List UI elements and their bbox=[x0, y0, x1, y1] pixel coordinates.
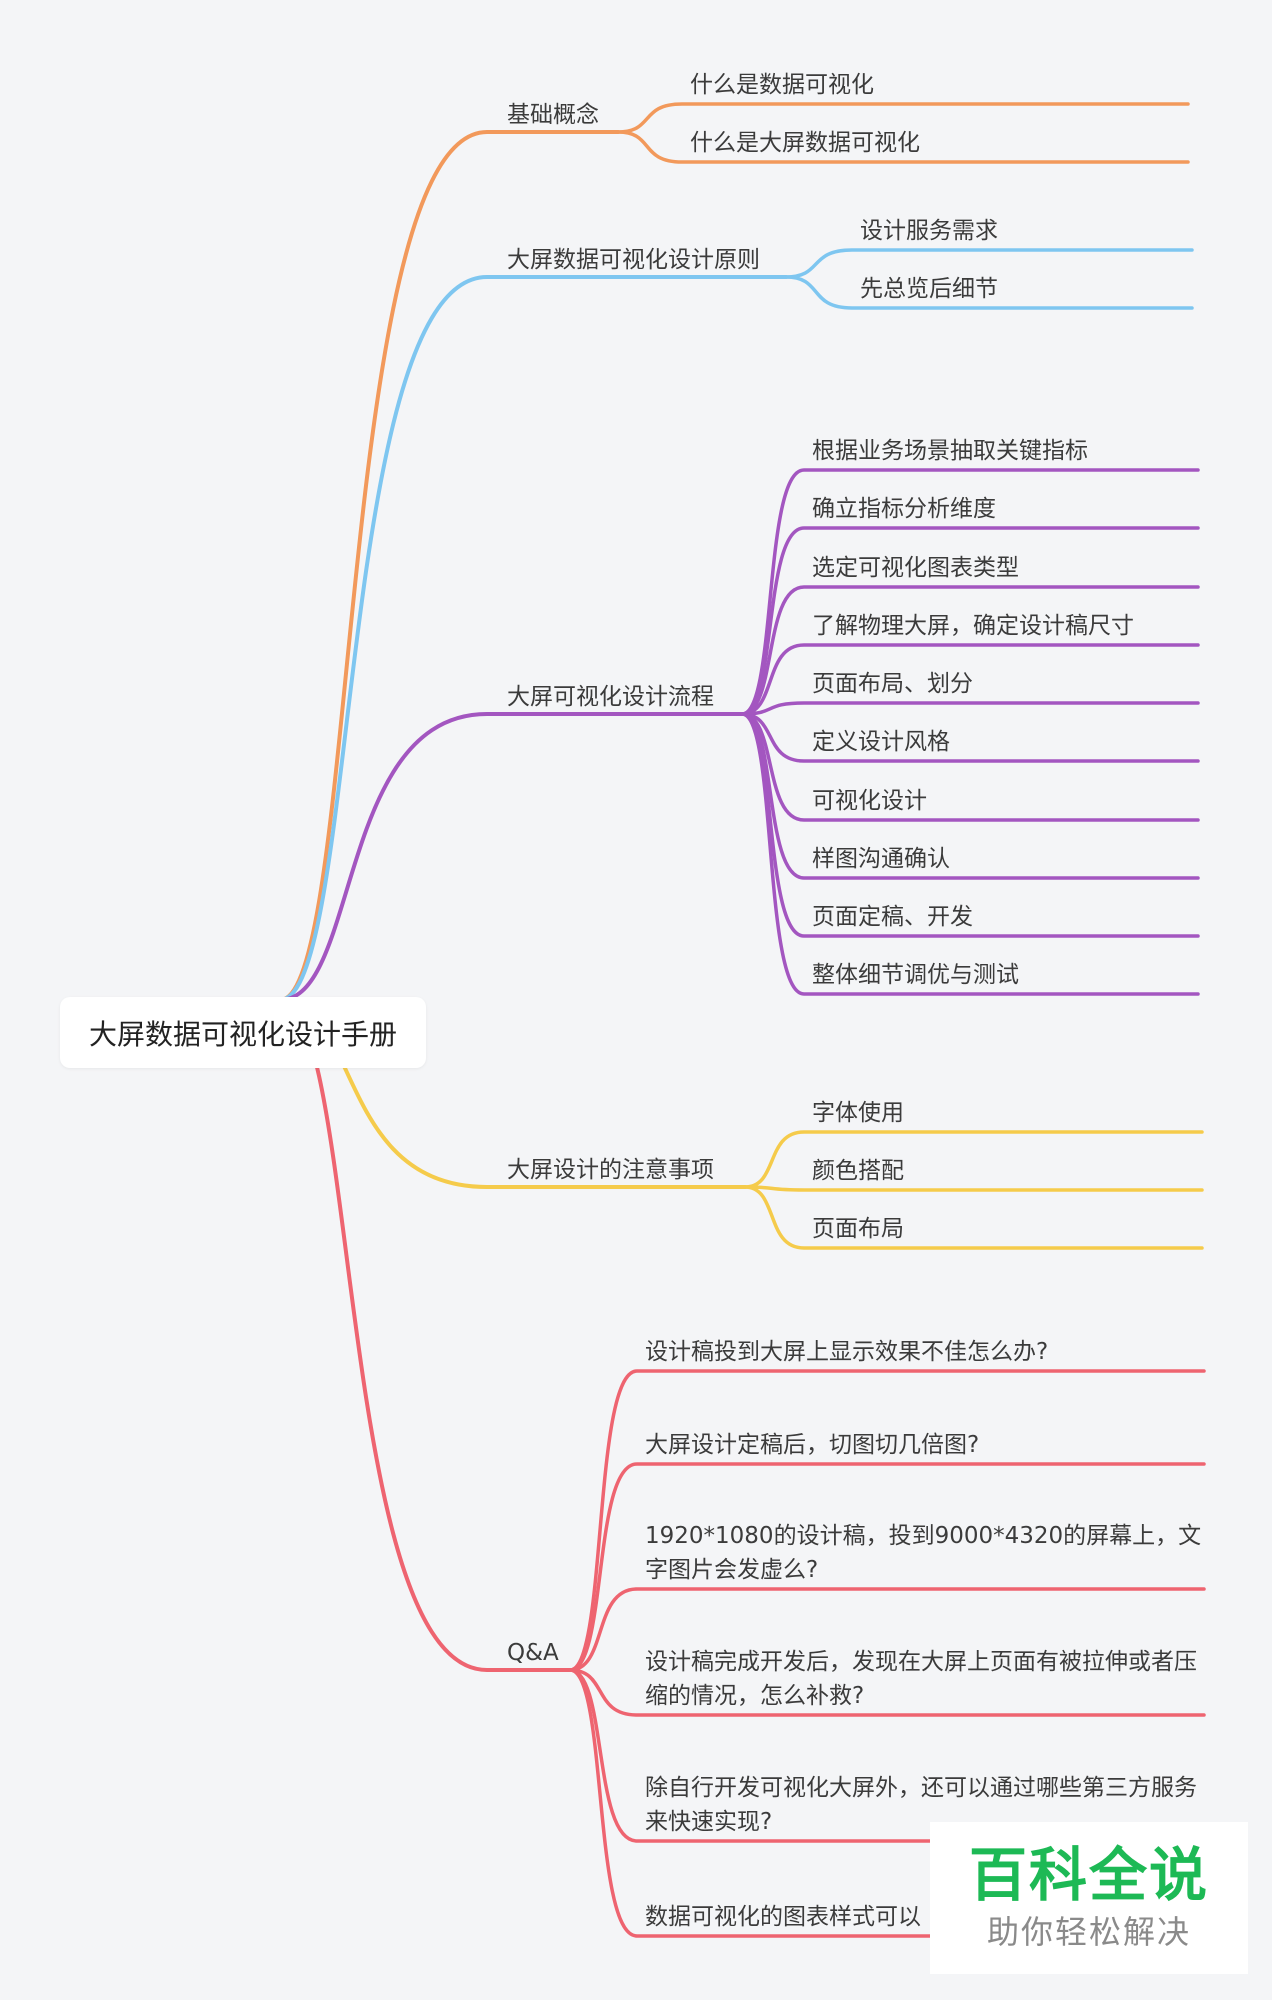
child-connector-1-1 bbox=[616, 102, 1190, 134]
branch-label-5[interactable]: Q&A bbox=[507, 1640, 559, 1666]
child-connector-5-6 bbox=[568, 1668, 1206, 1938]
child-label-5-3[interactable]: 1920*1080的设计稿，投到9000*4320的屏幕上，文字图片会发虚么? bbox=[645, 1523, 1202, 1583]
child-label-3-10[interactable]: 整体细节调优与测试 bbox=[812, 962, 1019, 988]
child-label-3-3[interactable]: 选定可视化图表类型 bbox=[812, 555, 1019, 581]
child-label-3-6[interactable]: 定义设计风格 bbox=[812, 729, 950, 755]
child-label-4-2[interactable]: 颜色搭配 bbox=[812, 1158, 904, 1184]
branch-label-2[interactable]: 大屏数据可视化设计原则 bbox=[507, 247, 760, 273]
child-connector-5-3 bbox=[568, 1587, 1206, 1672]
watermark-logo: 百科全说 助你轻松解决 bbox=[930, 1822, 1248, 1974]
child-connector-2-2 bbox=[784, 275, 1194, 310]
child-connector-2-1 bbox=[784, 248, 1194, 279]
child-connector-3-2 bbox=[740, 526, 1200, 716]
watermark-subtitle: 助你轻松解决 bbox=[986, 1913, 1191, 1951]
branch-label-1[interactable]: 基础概念 bbox=[507, 102, 599, 128]
child-label-5-6[interactable]: 数据可视化的图表样式可以 bbox=[645, 1904, 921, 1930]
child-label-2-2[interactable]: 先总览后细节 bbox=[860, 276, 998, 302]
child-label-2-1[interactable]: 设计服务需求 bbox=[860, 218, 998, 244]
child-connector-3-8 bbox=[740, 712, 1200, 880]
child-label-5-5[interactable]: 除自行开发可视化大屏外，还可以通过哪些第三方服务来快速实现? bbox=[645, 1775, 1197, 1835]
branch-connector-1 bbox=[278, 130, 620, 1002]
child-label-3-5[interactable]: 页面布局、划分 bbox=[812, 671, 973, 697]
branch-connector-2 bbox=[278, 275, 788, 1002]
child-connector-5-1 bbox=[568, 1369, 1206, 1672]
child-label-3-7[interactable]: 可视化设计 bbox=[812, 788, 927, 814]
child-connector-4-1 bbox=[743, 1130, 1204, 1189]
child-label-4-3[interactable]: 页面布局 bbox=[812, 1216, 904, 1242]
child-connector-4-2 bbox=[743, 1185, 1204, 1192]
child-connector-3-4 bbox=[740, 643, 1200, 716]
child-label-4-1[interactable]: 字体使用 bbox=[812, 1100, 904, 1126]
root-label: 大屏数据可视化设计手册 bbox=[88, 1017, 397, 1051]
branch-connector-3 bbox=[278, 712, 744, 1002]
child-connector-5-4 bbox=[568, 1668, 1206, 1717]
child-connector-3-3 bbox=[740, 585, 1200, 716]
child-label-3-8[interactable]: 样图沟通确认 bbox=[812, 846, 950, 872]
child-label-5-4[interactable]: 设计稿完成开发后，发现在大屏上页面有被拉伸或者压缩的情况，怎么补救? bbox=[645, 1649, 1197, 1709]
child-connector-3-6 bbox=[740, 712, 1200, 763]
child-connector-5-5 bbox=[568, 1668, 1206, 1843]
root-node[interactable]: 大屏数据可视化设计手册 bbox=[60, 997, 426, 1068]
child-label-5-2[interactable]: 大屏设计定稿后，切图切几倍图? bbox=[645, 1432, 980, 1458]
child-connector-3-7 bbox=[740, 712, 1200, 822]
child-connector-3-5 bbox=[740, 701, 1200, 716]
branch-label-3[interactable]: 大屏可视化设计流程 bbox=[507, 684, 714, 710]
child-connector-4-3 bbox=[743, 1185, 1204, 1250]
child-label-1-1[interactable]: 什么是数据可视化 bbox=[690, 72, 874, 98]
child-label-5-1[interactable]: 设计稿投到大屏上显示效果不佳怎么办? bbox=[645, 1339, 1049, 1365]
child-connector-5-2 bbox=[568, 1462, 1206, 1672]
child-connector-3-10 bbox=[740, 712, 1200, 996]
child-label-3-2[interactable]: 确立指标分析维度 bbox=[812, 496, 996, 522]
child-label-3-1[interactable]: 根据业务场景抽取关键指标 bbox=[812, 438, 1088, 464]
branch-label-4[interactable]: 大屏设计的注意事项 bbox=[507, 1157, 714, 1183]
watermark-title: 百科全说 bbox=[968, 1841, 1209, 1909]
child-label-1-2[interactable]: 什么是大屏数据可视化 bbox=[690, 130, 920, 156]
branch-connector-5 bbox=[278, 998, 572, 1672]
child-label-3-4[interactable]: 了解物理大屏，确定设计稿尺寸 bbox=[812, 613, 1134, 639]
child-connector-1-2 bbox=[616, 130, 1190, 164]
child-label-3-9[interactable]: 页面定稿、开发 bbox=[812, 904, 973, 930]
